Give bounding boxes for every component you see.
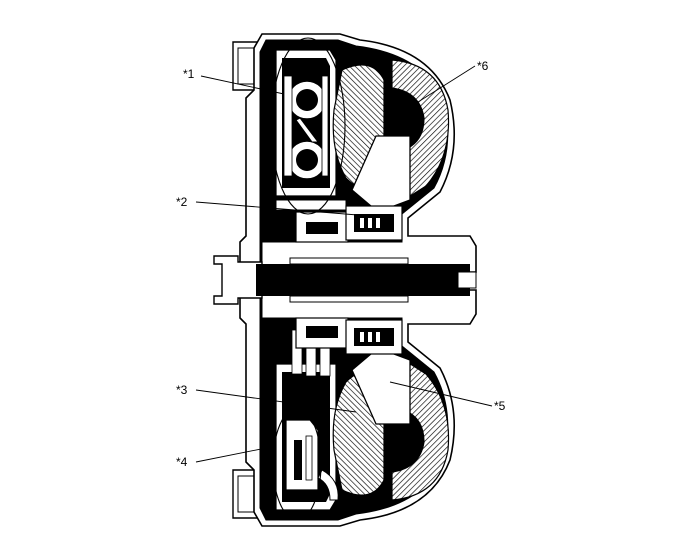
callout-label-3: *3	[176, 383, 188, 397]
callout-label-5: *5	[494, 399, 506, 413]
leader-line-5	[389, 381, 493, 407]
stator	[345, 135, 411, 425]
callout-label-1: *1	[183, 67, 195, 81]
leader-line-3	[195, 389, 357, 413]
leader-line-2	[195, 201, 371, 217]
callout-label-2: *2	[176, 195, 188, 209]
leader-line-1	[200, 75, 285, 95]
turbine-shaft	[213, 255, 477, 305]
leader-line-4	[195, 445, 277, 463]
callout-label-6: *6	[477, 59, 489, 73]
leader-line-6	[417, 65, 476, 103]
highlight-ring-1	[270, 37, 346, 215]
callout-label-4: *4	[176, 455, 188, 469]
lock-up-clutch-upper	[275, 49, 349, 243]
highlight-ring-4	[272, 407, 322, 521]
